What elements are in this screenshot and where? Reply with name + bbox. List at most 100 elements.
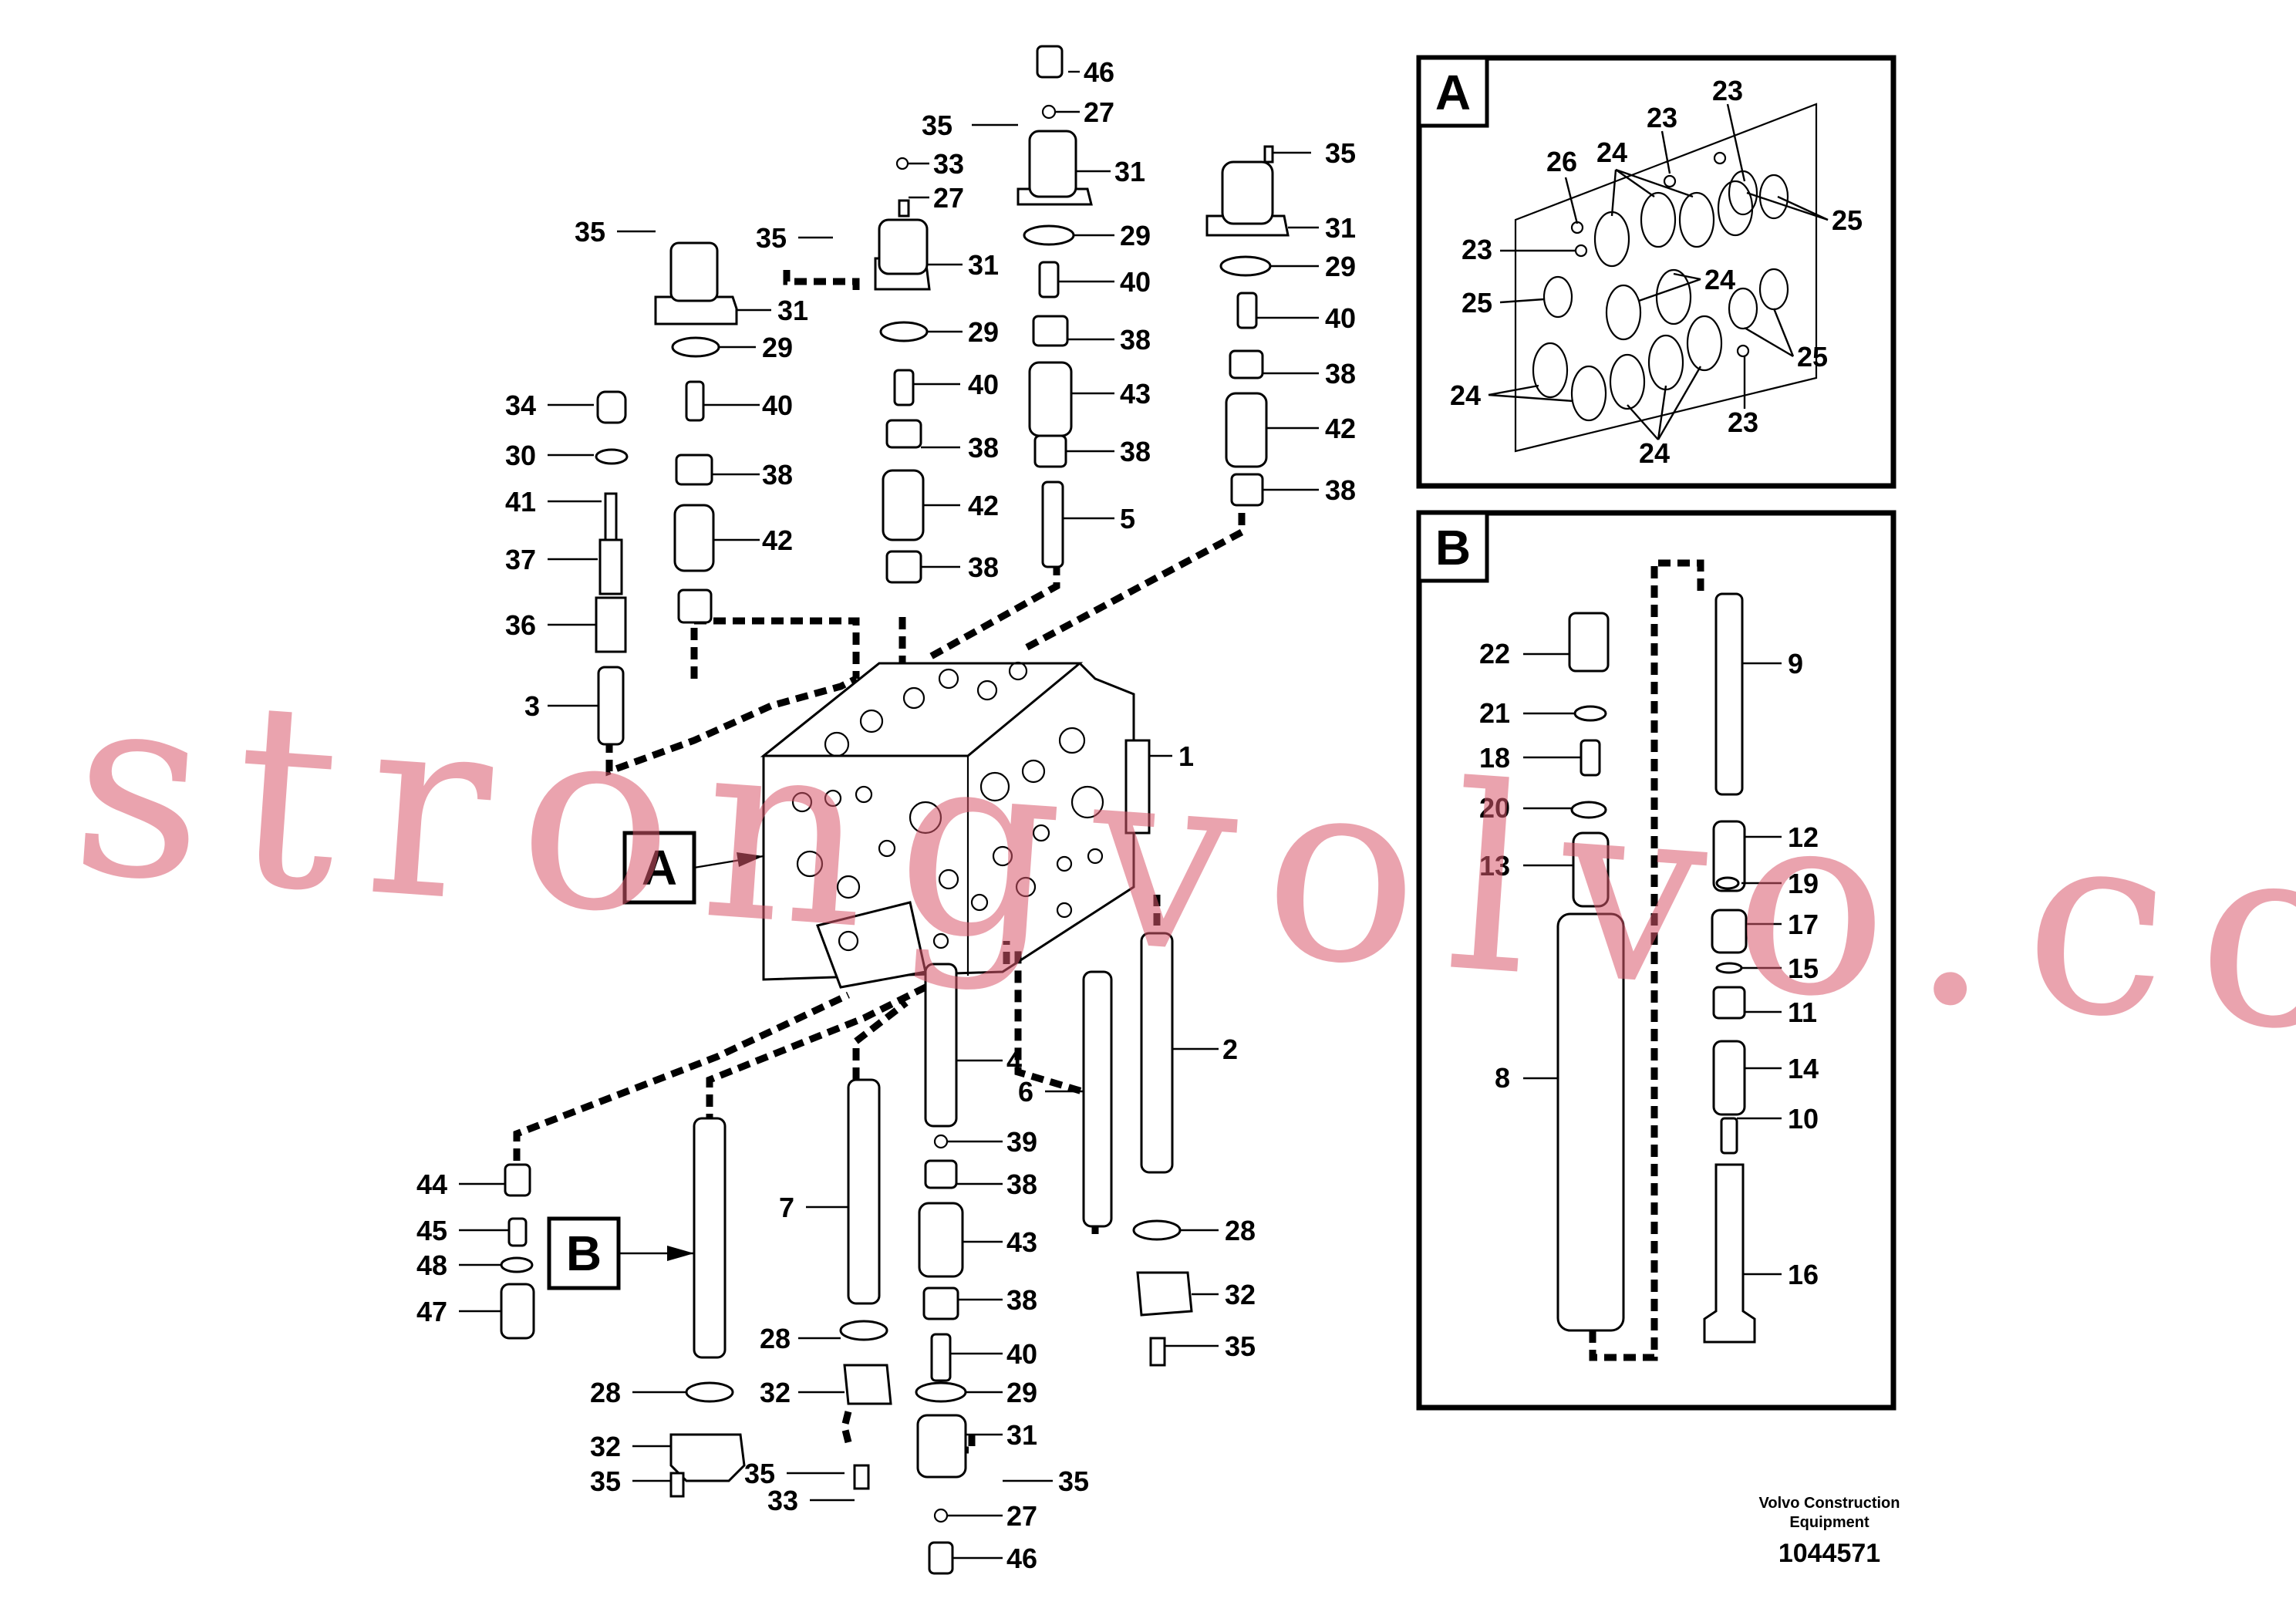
svg-text:B: B	[1435, 520, 1471, 575]
svg-text:44: 44	[416, 1168, 447, 1200]
svg-text:19: 19	[1788, 868, 1819, 899]
svg-text:16: 16	[1788, 1259, 1819, 1290]
svg-text:12: 12	[1788, 821, 1819, 853]
svg-text:1: 1	[1178, 740, 1194, 772]
svg-text:40: 40	[1325, 302, 1356, 334]
label-48: 48	[416, 1249, 501, 1281]
svg-text:6: 6	[1018, 1076, 1033, 1108]
svg-text:A: A	[1435, 65, 1471, 120]
svg-text:38: 38	[762, 459, 793, 491]
label-42-b: 42	[923, 490, 999, 521]
svg-text:46: 46	[1084, 56, 1114, 88]
svg-text:7: 7	[779, 1192, 794, 1223]
label-27-top: 27	[1055, 96, 1114, 128]
svg-text:3: 3	[524, 690, 540, 722]
label-29-d: 29	[719, 332, 793, 363]
svg-text:24: 24	[1596, 137, 1627, 168]
svg-text:38: 38	[968, 432, 999, 464]
label-40-b: 40	[1256, 302, 1356, 334]
label-35-c: 35	[756, 222, 833, 254]
svg-text:31: 31	[1006, 1419, 1037, 1451]
label-29-a: 29	[1074, 220, 1151, 251]
label-6: 6	[1018, 1076, 1084, 1108]
svg-text:14: 14	[1788, 1053, 1819, 1084]
svg-text:45: 45	[416, 1215, 447, 1246]
svg-text:32: 32	[590, 1431, 621, 1462]
svg-text:8: 8	[1495, 1062, 1510, 1094]
label-31-d: 31	[737, 295, 808, 326]
svg-text:38: 38	[968, 551, 999, 583]
label-31-e: 31	[966, 1419, 1037, 1451]
label-35-d: 35	[1273, 137, 1356, 169]
label-38-b: 38	[1263, 358, 1356, 389]
svg-text:35: 35	[922, 110, 952, 141]
svg-text:5: 5	[1120, 503, 1135, 534]
label-36: 36	[505, 609, 595, 641]
svg-text:41: 41	[505, 486, 536, 518]
svg-text:43: 43	[1006, 1226, 1037, 1258]
svg-text:40: 40	[1006, 1338, 1037, 1370]
label-43-b: 43	[963, 1226, 1037, 1258]
svg-text:20: 20	[1479, 792, 1510, 824]
label-33-b: 33	[767, 1485, 855, 1516]
label-33-a: 33	[909, 148, 964, 180]
part-column-3	[595, 390, 629, 746]
svg-text:31: 31	[1325, 212, 1356, 244]
inset-b-spool-detail: B 22 21 18 20 13 8	[1416, 510, 1896, 1411]
svg-text:29: 29	[1325, 251, 1356, 282]
svg-text:28: 28	[590, 1377, 621, 1408]
label-29-b: 29	[1270, 251, 1356, 282]
svg-text:38: 38	[1120, 324, 1151, 356]
svg-text:40: 40	[762, 389, 793, 421]
svg-text:40: 40	[968, 369, 999, 400]
svg-text:31: 31	[1114, 156, 1145, 187]
label-28-c: 28	[590, 1377, 686, 1408]
svg-text:38: 38	[1120, 436, 1151, 467]
svg-text:46: 46	[1006, 1543, 1037, 1574]
watermark: strongvolvo.com	[64, 635, 2296, 1111]
label-30: 30	[505, 440, 594, 471]
svg-text:42: 42	[762, 524, 793, 556]
svg-text:38: 38	[1325, 358, 1356, 389]
svg-text:35: 35	[756, 222, 787, 254]
svg-text:B: B	[566, 1226, 602, 1281]
label-5: 5	[1063, 503, 1135, 534]
label-35-a: 35	[922, 110, 1018, 141]
svg-text:29: 29	[1120, 220, 1151, 251]
label-39: 39	[947, 1126, 1037, 1158]
svg-text:35: 35	[744, 1458, 775, 1489]
part-column-lower-right	[1082, 932, 1193, 1367]
svg-text:26: 26	[1546, 146, 1577, 177]
svg-text:31: 31	[777, 295, 808, 326]
svg-text:2: 2	[1222, 1034, 1238, 1065]
label-32-b: 32	[760, 1377, 845, 1408]
label-40-c: 40	[913, 369, 999, 400]
svg-text:35: 35	[1225, 1330, 1256, 1362]
svg-text:30: 30	[505, 440, 536, 471]
label-35-b: 35	[575, 216, 656, 248]
svg-text:32: 32	[1225, 1279, 1256, 1310]
svg-text:A: A	[642, 840, 677, 895]
svg-text:36: 36	[505, 609, 536, 641]
svg-text:33: 33	[933, 148, 964, 180]
svg-text:34: 34	[505, 389, 536, 421]
svg-text:27: 27	[1084, 96, 1114, 128]
label-40-a: 40	[1058, 266, 1151, 298]
label-42-a: 42	[1266, 413, 1356, 444]
label-40-d: 40	[703, 389, 793, 421]
label-35-h: 35	[1003, 1465, 1089, 1497]
svg-text:15: 15	[1788, 953, 1819, 984]
svg-text:33: 33	[767, 1485, 798, 1516]
svg-text:24: 24	[1450, 379, 1481, 411]
label-44: 44	[416, 1168, 505, 1200]
svg-text:38: 38	[1325, 474, 1356, 506]
svg-text:28: 28	[1225, 1215, 1256, 1246]
svg-text:17: 17	[1788, 909, 1819, 940]
control-valve-body	[760, 661, 1151, 989]
label-35-f: 35	[590, 1465, 671, 1497]
svg-text:23: 23	[1712, 75, 1743, 106]
svg-text:37: 37	[505, 544, 536, 575]
svg-text:Equipment: Equipment	[1789, 1514, 1870, 1531]
svg-text:29: 29	[762, 332, 793, 363]
